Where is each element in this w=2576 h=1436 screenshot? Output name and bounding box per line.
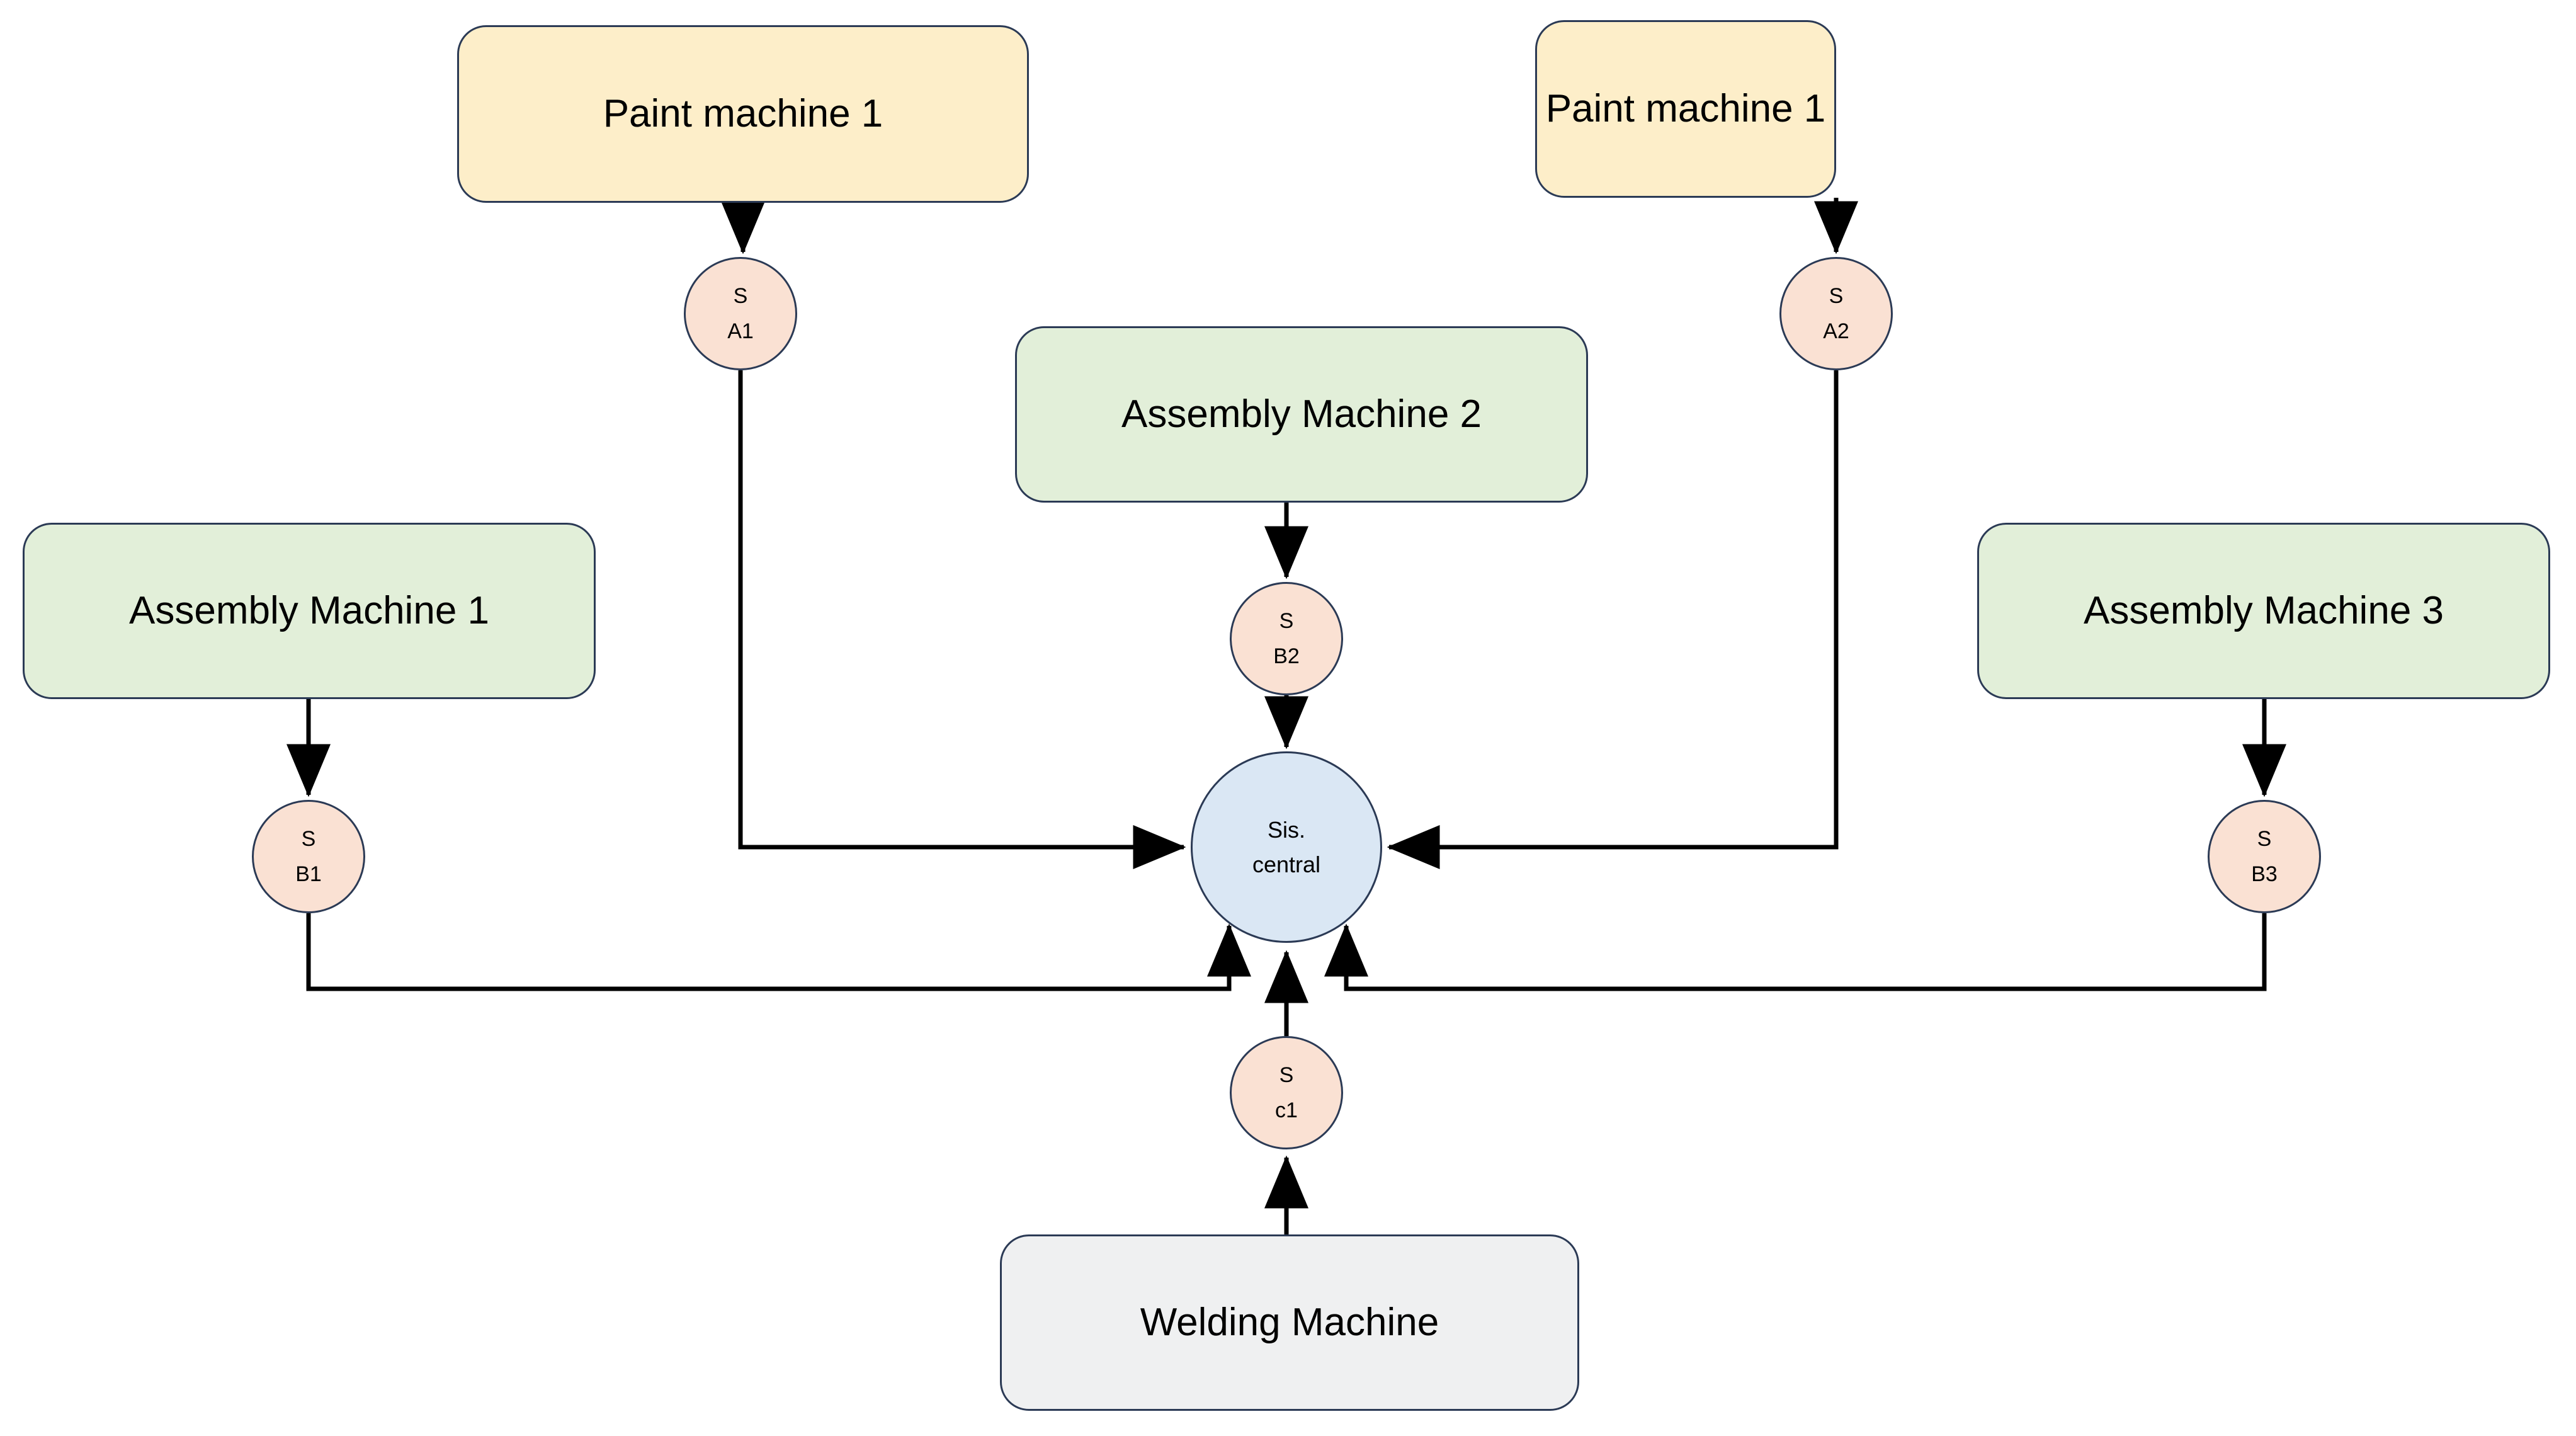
node-assembly-machine-3[interactable]: Assembly Machine 3 [1977, 523, 2550, 699]
node-sensor-a1[interactable]: S A1 [684, 257, 797, 370]
central-label: Sis. central [1252, 816, 1320, 879]
sensor-label-line2: B2 [1273, 644, 1300, 668]
sensor-label-line2: B3 [2251, 862, 2278, 886]
central-label-line2: central [1252, 852, 1321, 877]
sensor-label: S c1 [1275, 1062, 1298, 1124]
edge-a1-to-central [738, 370, 1186, 869]
sensor-label-line1: S [733, 283, 748, 308]
sensor-label-line1: S [2257, 826, 2272, 851]
edge-b1-to-central [306, 913, 1251, 991]
node-label: Assembly Machine 2 [1121, 392, 1482, 436]
sensor-label-line1: S [1279, 608, 1294, 633]
node-label: Paint machine 1 [1545, 87, 1826, 131]
node-label: Assembly Machine 1 [128, 589, 490, 633]
node-sensor-b3[interactable]: S B3 [2208, 800, 2321, 913]
sensor-label-line2: B1 [295, 862, 322, 886]
sensor-label: S B1 [295, 826, 322, 888]
sensor-label: S B2 [1273, 608, 1300, 670]
sensor-label: S A1 [727, 283, 754, 345]
node-sensor-a2[interactable]: S A2 [1779, 257, 1893, 370]
node-sensor-b2[interactable]: S B2 [1230, 582, 1343, 695]
node-label: Paint machine 1 [603, 92, 883, 136]
sensor-label-line2: c1 [1275, 1098, 1298, 1122]
node-sensor-c1[interactable]: S c1 [1230, 1036, 1343, 1149]
node-sis-central[interactable]: Sis. central [1191, 751, 1382, 943]
node-label: Assembly Machine 3 [2083, 589, 2444, 633]
edge-a2-to-central [1387, 370, 1839, 869]
node-welding-machine[interactable]: Welding Machine [1000, 1234, 1579, 1411]
node-paint-machine-right[interactable]: Paint machine 1 [1535, 20, 1836, 198]
node-assembly-machine-1[interactable]: Assembly Machine 1 [23, 523, 596, 699]
edge-b3-to-central [1324, 913, 2267, 991]
node-paint-machine-left[interactable]: Paint machine 1 [457, 25, 1029, 203]
sensor-label: S A2 [1823, 283, 1849, 345]
sensor-label-line2: A1 [727, 319, 754, 343]
central-label-line1: Sis. [1267, 817, 1305, 843]
sensor-label-line1: S [1829, 283, 1844, 308]
sensor-label-line2: A2 [1823, 319, 1849, 343]
sensor-label-line1: S [1279, 1063, 1294, 1087]
node-assembly-machine-2[interactable]: Assembly Machine 2 [1015, 326, 1588, 503]
sensor-label-line1: S [301, 826, 316, 851]
node-label: Welding Machine [1140, 1301, 1439, 1345]
node-sensor-b1[interactable]: S B1 [252, 800, 365, 913]
sensor-label: S B3 [2251, 826, 2278, 888]
